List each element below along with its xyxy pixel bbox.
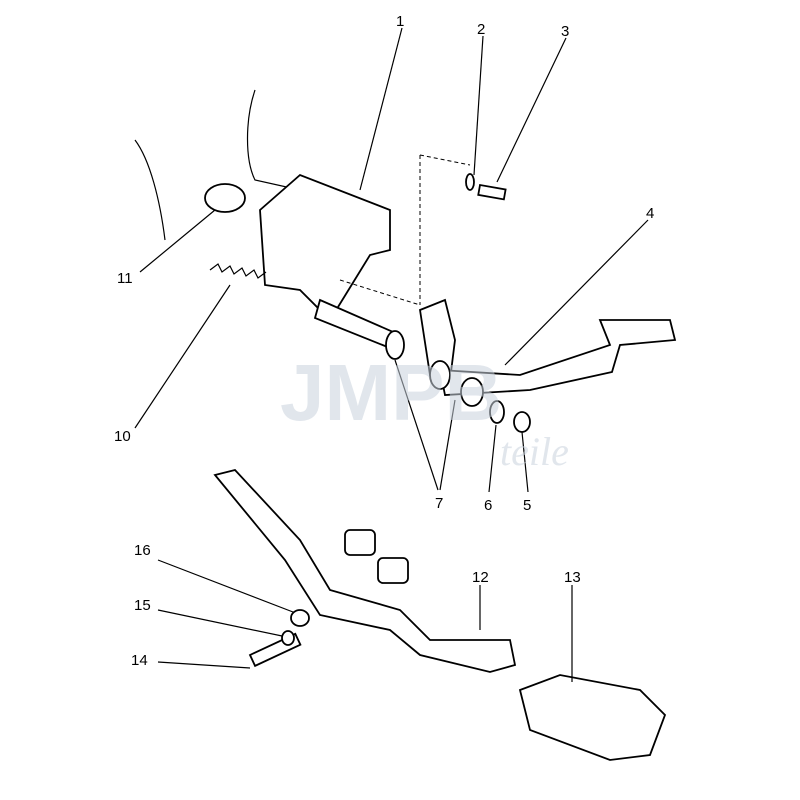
bushing <box>429 360 451 390</box>
watermark-sub: teile <box>500 429 569 474</box>
callout-10: 10 <box>114 428 131 445</box>
callout-14: 14 <box>131 652 148 669</box>
callout-2: 2 <box>477 21 485 38</box>
callout-7: 7 <box>435 495 443 512</box>
bolt-part-3 <box>477 183 507 201</box>
brake-pedal-part-4 <box>438 319 677 396</box>
callout-4: 4 <box>646 205 654 222</box>
frame-outline <box>134 89 301 241</box>
watermark: JMPB teile <box>280 348 569 474</box>
washer-part-2 <box>465 173 475 191</box>
callout-labels: 1 2 3 4 5 6 7 10 11 12 13 14 15 16 <box>114 13 654 669</box>
callout-16: 16 <box>134 542 151 559</box>
footrest-rubber-part-13 <box>518 674 667 761</box>
callout-15: 15 <box>134 597 151 614</box>
bracket-part-1 <box>259 173 391 322</box>
callout-6: 6 <box>484 497 492 514</box>
callout-12: 12 <box>472 569 489 586</box>
watermark-main: JMPB <box>280 348 502 437</box>
lever <box>419 298 456 382</box>
bushing <box>460 377 484 407</box>
clip <box>377 557 409 584</box>
washer-part-16 <box>290 609 310 627</box>
callout-13: 13 <box>564 569 581 586</box>
spring-part-10 <box>209 263 267 279</box>
washer-part-15 <box>281 630 295 646</box>
leader-lines <box>134 27 649 682</box>
callout-1: 1 <box>396 13 404 30</box>
callout-5: 5 <box>523 497 531 514</box>
footrest-bar-part-12 <box>213 468 517 673</box>
bushing <box>385 330 405 360</box>
rubber-part-11 <box>204 183 246 213</box>
assembly-line <box>339 154 471 306</box>
washer-part-6 <box>489 400 505 424</box>
callout-3: 3 <box>561 23 569 40</box>
callout-11: 11 <box>117 270 133 287</box>
clip <box>344 529 376 556</box>
